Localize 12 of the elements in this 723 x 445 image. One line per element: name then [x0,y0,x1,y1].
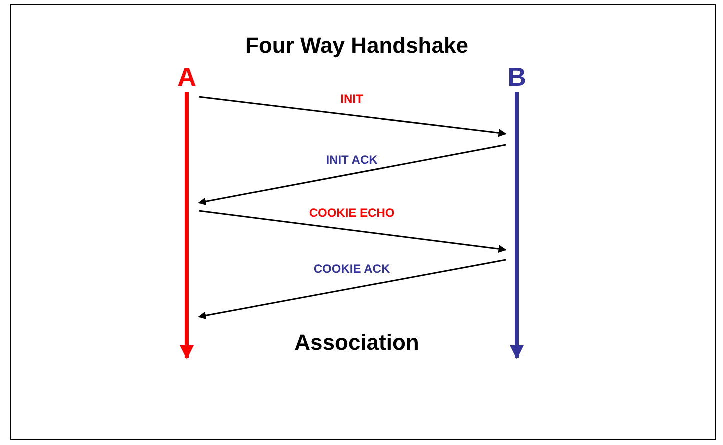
message-arrow [198,144,506,206]
message-arrow [198,259,506,320]
message-arrow [198,96,507,138]
participant-label: B [508,64,526,90]
diagram-title: Four Way Handshake [246,35,468,57]
edge-label: COOKIE ACK [312,263,392,275]
message-arrow [198,210,507,254]
edge-label: COOKIE ECHO [307,207,397,219]
participant-label: A [178,64,196,90]
edge-label: INIT [338,93,366,105]
phase-label: Association [294,332,420,354]
edge-label: INIT ACK [324,154,380,166]
